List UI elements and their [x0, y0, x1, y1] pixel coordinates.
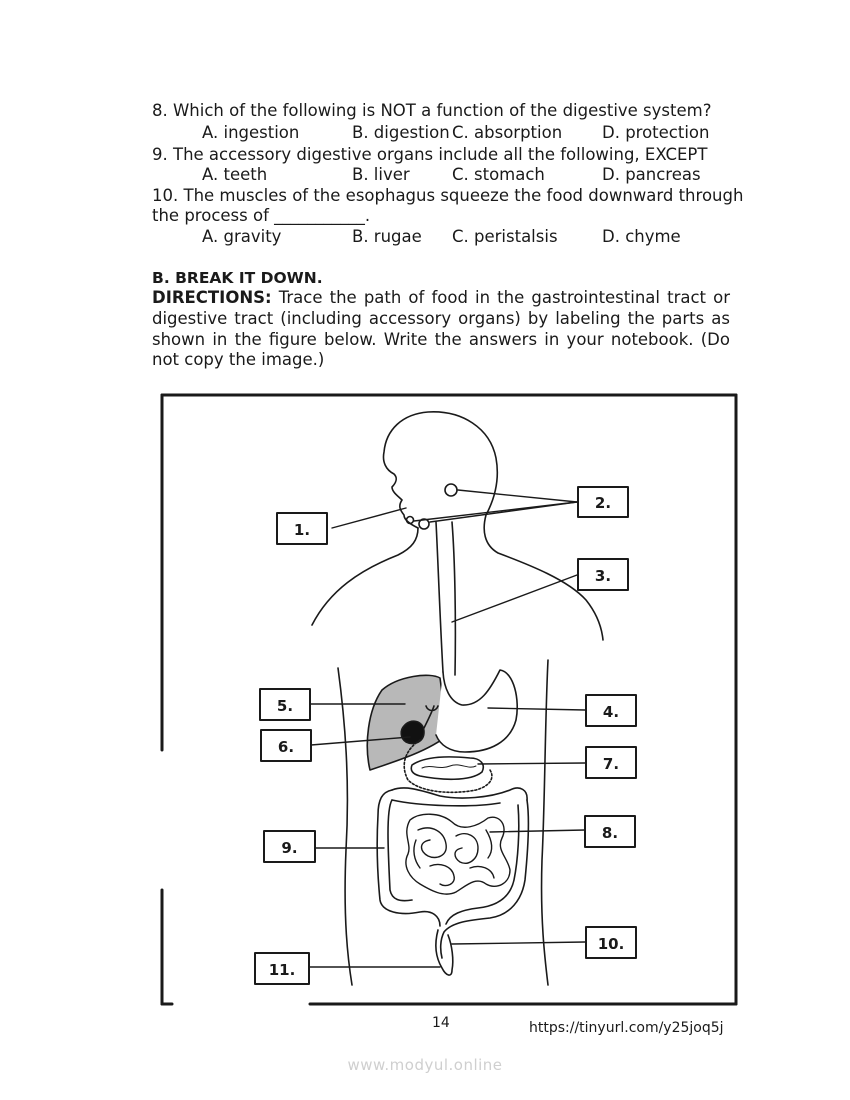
label-11-text: 11.	[269, 961, 296, 979]
gallbladder	[400, 720, 425, 745]
question-10-stem-line1: 10. The muscles of the esophagus squeeze…	[152, 186, 744, 205]
label-box-9: 9.	[263, 830, 316, 863]
directions-text: Trace the path of food in the gastrointe…	[152, 288, 730, 370]
section-title: B. BREAK IT DOWN.	[152, 269, 323, 287]
label-box-11: 11.	[254, 952, 310, 985]
label-box-10: 10.	[585, 926, 637, 959]
label-10-text: 10.	[598, 935, 625, 953]
label-8-text: 8.	[602, 824, 618, 842]
label-9-text: 9.	[281, 839, 297, 857]
bile-duct	[423, 705, 439, 729]
q8-option-b: B. digestion	[352, 123, 450, 142]
label-box-7: 7.	[585, 746, 637, 779]
label-2-text: 2.	[595, 494, 611, 512]
label-7-text: 7.	[603, 755, 619, 773]
q9-option-c: C. stomach	[452, 165, 545, 184]
q10-option-a: A. gravity	[202, 227, 282, 246]
figure-frame	[160, 393, 738, 1006]
watermark: www.modyul.online	[347, 1056, 503, 1074]
stomach	[435, 669, 518, 753]
label-6-text: 6.	[278, 738, 294, 756]
large-intestine	[376, 787, 530, 959]
q10-option-c: C. peristalsis	[452, 227, 558, 246]
label-box-1: 1.	[276, 512, 328, 545]
label-1-text: 1.	[294, 521, 310, 539]
label-box-5: 5.	[259, 688, 311, 721]
q8-option-a: A. ingestion	[202, 123, 300, 142]
q8-option-d: D. protection	[602, 123, 710, 142]
leader-lines	[309, 489, 586, 968]
q10-option-b: B. rugae	[352, 227, 422, 246]
small-intestine	[405, 813, 511, 895]
q8-option-c: C. absorption	[452, 123, 563, 142]
directions-paragraph: DIRECTIONS: Trace the path of food in th…	[152, 288, 730, 371]
source-url: https://tinyurl.com/y25joq5j	[529, 1020, 724, 1036]
label-box-8: 8.	[584, 815, 636, 848]
label-4-text: 4.	[603, 703, 619, 721]
rectum	[435, 929, 454, 976]
label-3-text: 3.	[595, 567, 611, 585]
salivary-glands	[405, 483, 458, 530]
label-box-6: 6.	[260, 729, 312, 762]
duodenum	[403, 739, 493, 794]
label-box-2: 2.	[577, 486, 629, 518]
directions-label: DIRECTIONS:	[152, 288, 272, 307]
q9-option-a: A. teeth	[202, 165, 268, 184]
pancreas	[410, 756, 485, 781]
esophagus	[435, 521, 457, 676]
label-box-4: 4.	[585, 694, 637, 727]
label-5-text: 5.	[277, 697, 293, 715]
question-10-stem-line2: the process of ___________.	[152, 206, 371, 225]
q9-option-b: B. liver	[352, 165, 410, 184]
q10-option-d: D. chyme	[602, 227, 681, 246]
body-outline	[311, 411, 604, 986]
page-number: 14	[432, 1015, 450, 1031]
question-9-stem: 9. The accessory digestive organs includ…	[152, 145, 708, 164]
label-box-3: 3.	[577, 558, 629, 591]
question-8-stem: 8. Which of the following is NOT a funct…	[152, 101, 712, 120]
q9-option-d: D. pancreas	[602, 165, 701, 184]
